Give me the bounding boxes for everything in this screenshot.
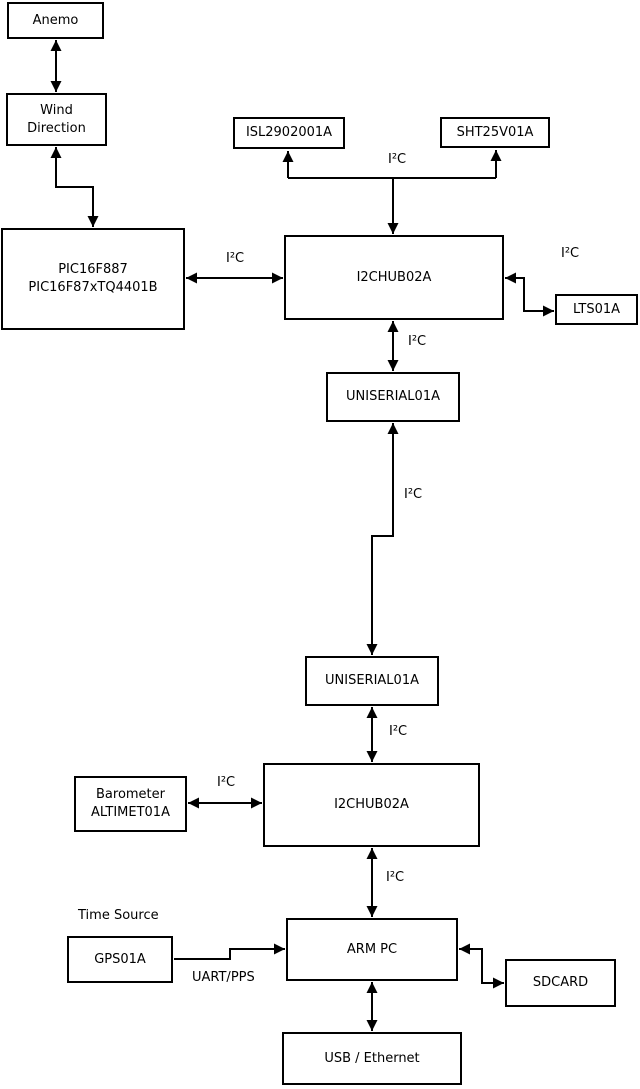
node-pic16f887-line2: PIC16F87xTQ4401B	[28, 280, 158, 295]
node-gps01a-label: GPS01A	[94, 951, 146, 967]
node-lts01a-label: LTS01A	[572, 301, 621, 317]
node-isl2902001a-label: ISL2902001A	[245, 125, 333, 140]
node-i2chub02a-bottom: I2CHUB02A	[263, 763, 480, 847]
node-uniserial01a-top: UNISERIAL01A	[326, 372, 460, 422]
edge-label-i2c-pic-hub1: I²C	[226, 251, 245, 266]
node-usb-ethernet-label: USB / Ethernet	[324, 1050, 420, 1066]
node-pic16f887: PIC16F887 PIC16F87xTQ4401B	[1, 228, 185, 330]
edge-label-i2c-uniserial-hub2: I²C	[389, 724, 408, 739]
node-i2chub02a-top: I2CHUB02A	[284, 235, 504, 320]
node-gps01a: GPS01A	[67, 936, 173, 983]
edge-label-i2c-sensors: I²C	[388, 152, 407, 167]
node-barometer-altimet01a: Barometer ALTIMET01A	[74, 776, 187, 832]
node-barometer-line2: ALTIMET01A	[91, 805, 170, 820]
node-usb-ethernet: USB / Ethernet	[282, 1032, 462, 1085]
node-barometer-line1: Barometer	[96, 787, 165, 802]
connector-hub1-lts	[505, 272, 554, 317]
edge-label-i2c-barometer-hub2: I²C	[217, 775, 236, 790]
node-sdcard: SDCARD	[505, 959, 616, 1007]
node-anemo: Anemo	[7, 2, 104, 39]
node-sht25v01a: SHT25V01A	[440, 117, 550, 148]
node-i2chub02a-top-label: I2CHUB02A	[356, 269, 432, 285]
node-sht25v01a-label: SHT25V01A	[456, 124, 534, 140]
node-sdcard-label: SDCARD	[532, 975, 589, 990]
node-wind-direction-line2: Direction	[27, 120, 86, 136]
edge-label-i2c-hub1-uniserial: I²C	[408, 334, 427, 349]
edge-label-i2c-hub1-lts: I²C	[561, 246, 580, 261]
node-i2chub02a-bottom-label: I2CHUB02A	[334, 797, 409, 812]
node-uniserial01a-top-label: UNISERIAL01A	[346, 389, 440, 404]
connector-gps-armpc-uart	[174, 943, 285, 960]
node-uniserial01a-bottom-label: UNISERIAL01A	[325, 673, 419, 688]
connector-winddirection-pic	[50, 147, 99, 227]
node-isl2902001a: ISL2902001A	[233, 117, 345, 149]
node-wind-direction-line1: Wind	[40, 102, 73, 118]
node-pic16f887-line1: PIC16F887	[58, 262, 128, 277]
connector-armpc-sdcard	[459, 943, 504, 989]
edge-label-i2c-hub2-armpc: I²C	[386, 870, 405, 885]
connector-uniserial1-uniserial2-i2c	[366, 423, 399, 655]
edge-label-uart-pps: UART/PPS	[192, 970, 255, 985]
node-anemo-label: Anemo	[32, 12, 79, 28]
node-arm-pc-label: ARM PC	[346, 941, 398, 957]
node-uniserial01a-bottom: UNISERIAL01A	[305, 656, 439, 706]
label-time-source: Time Source	[78, 908, 159, 923]
node-wind-direction: Wind Direction	[6, 93, 107, 146]
edge-label-i2c-uniserial-link: I²C	[404, 487, 423, 502]
node-arm-pc: ARM PC	[286, 918, 458, 981]
node-lts01a: LTS01A	[555, 294, 638, 325]
